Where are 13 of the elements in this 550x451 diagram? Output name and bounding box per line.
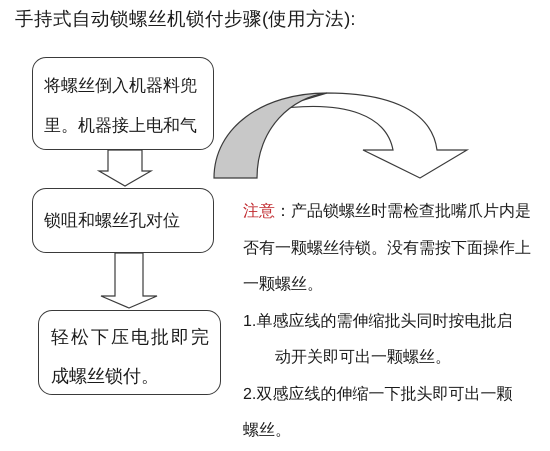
- process-box: [32, 57, 214, 150]
- note-text: 注意：产品锁螺丝时需检查批嘴爪片内是否有一颗螺丝待锁。没有需按下面操作上一颗螺丝。: [243, 202, 532, 295]
- process-box: [32, 188, 214, 253]
- step-text: 锁咀和螺丝孔对位: [44, 210, 180, 232]
- block-arrow: [96, 149, 154, 187]
- process-box: [38, 310, 221, 395]
- note-item: 1.单感应线的需伸缩批头同时按电批启动开关即可出一颗螺丝。: [243, 312, 514, 368]
- note-item: 2.双感应线的伸缩一下批头即可出一颗螺丝。: [243, 384, 514, 441]
- curved-arrow: [213, 92, 468, 179]
- block-arrow: [100, 252, 158, 309]
- step-text: 将螺丝倒入机器料兜里。机器接上电和气: [44, 75, 198, 137]
- title: 手持式自动锁螺丝机锁付步骤(使用方法):: [15, 7, 356, 31]
- step-text: 轻松下压电批即完成螺丝锁付。: [51, 326, 209, 388]
